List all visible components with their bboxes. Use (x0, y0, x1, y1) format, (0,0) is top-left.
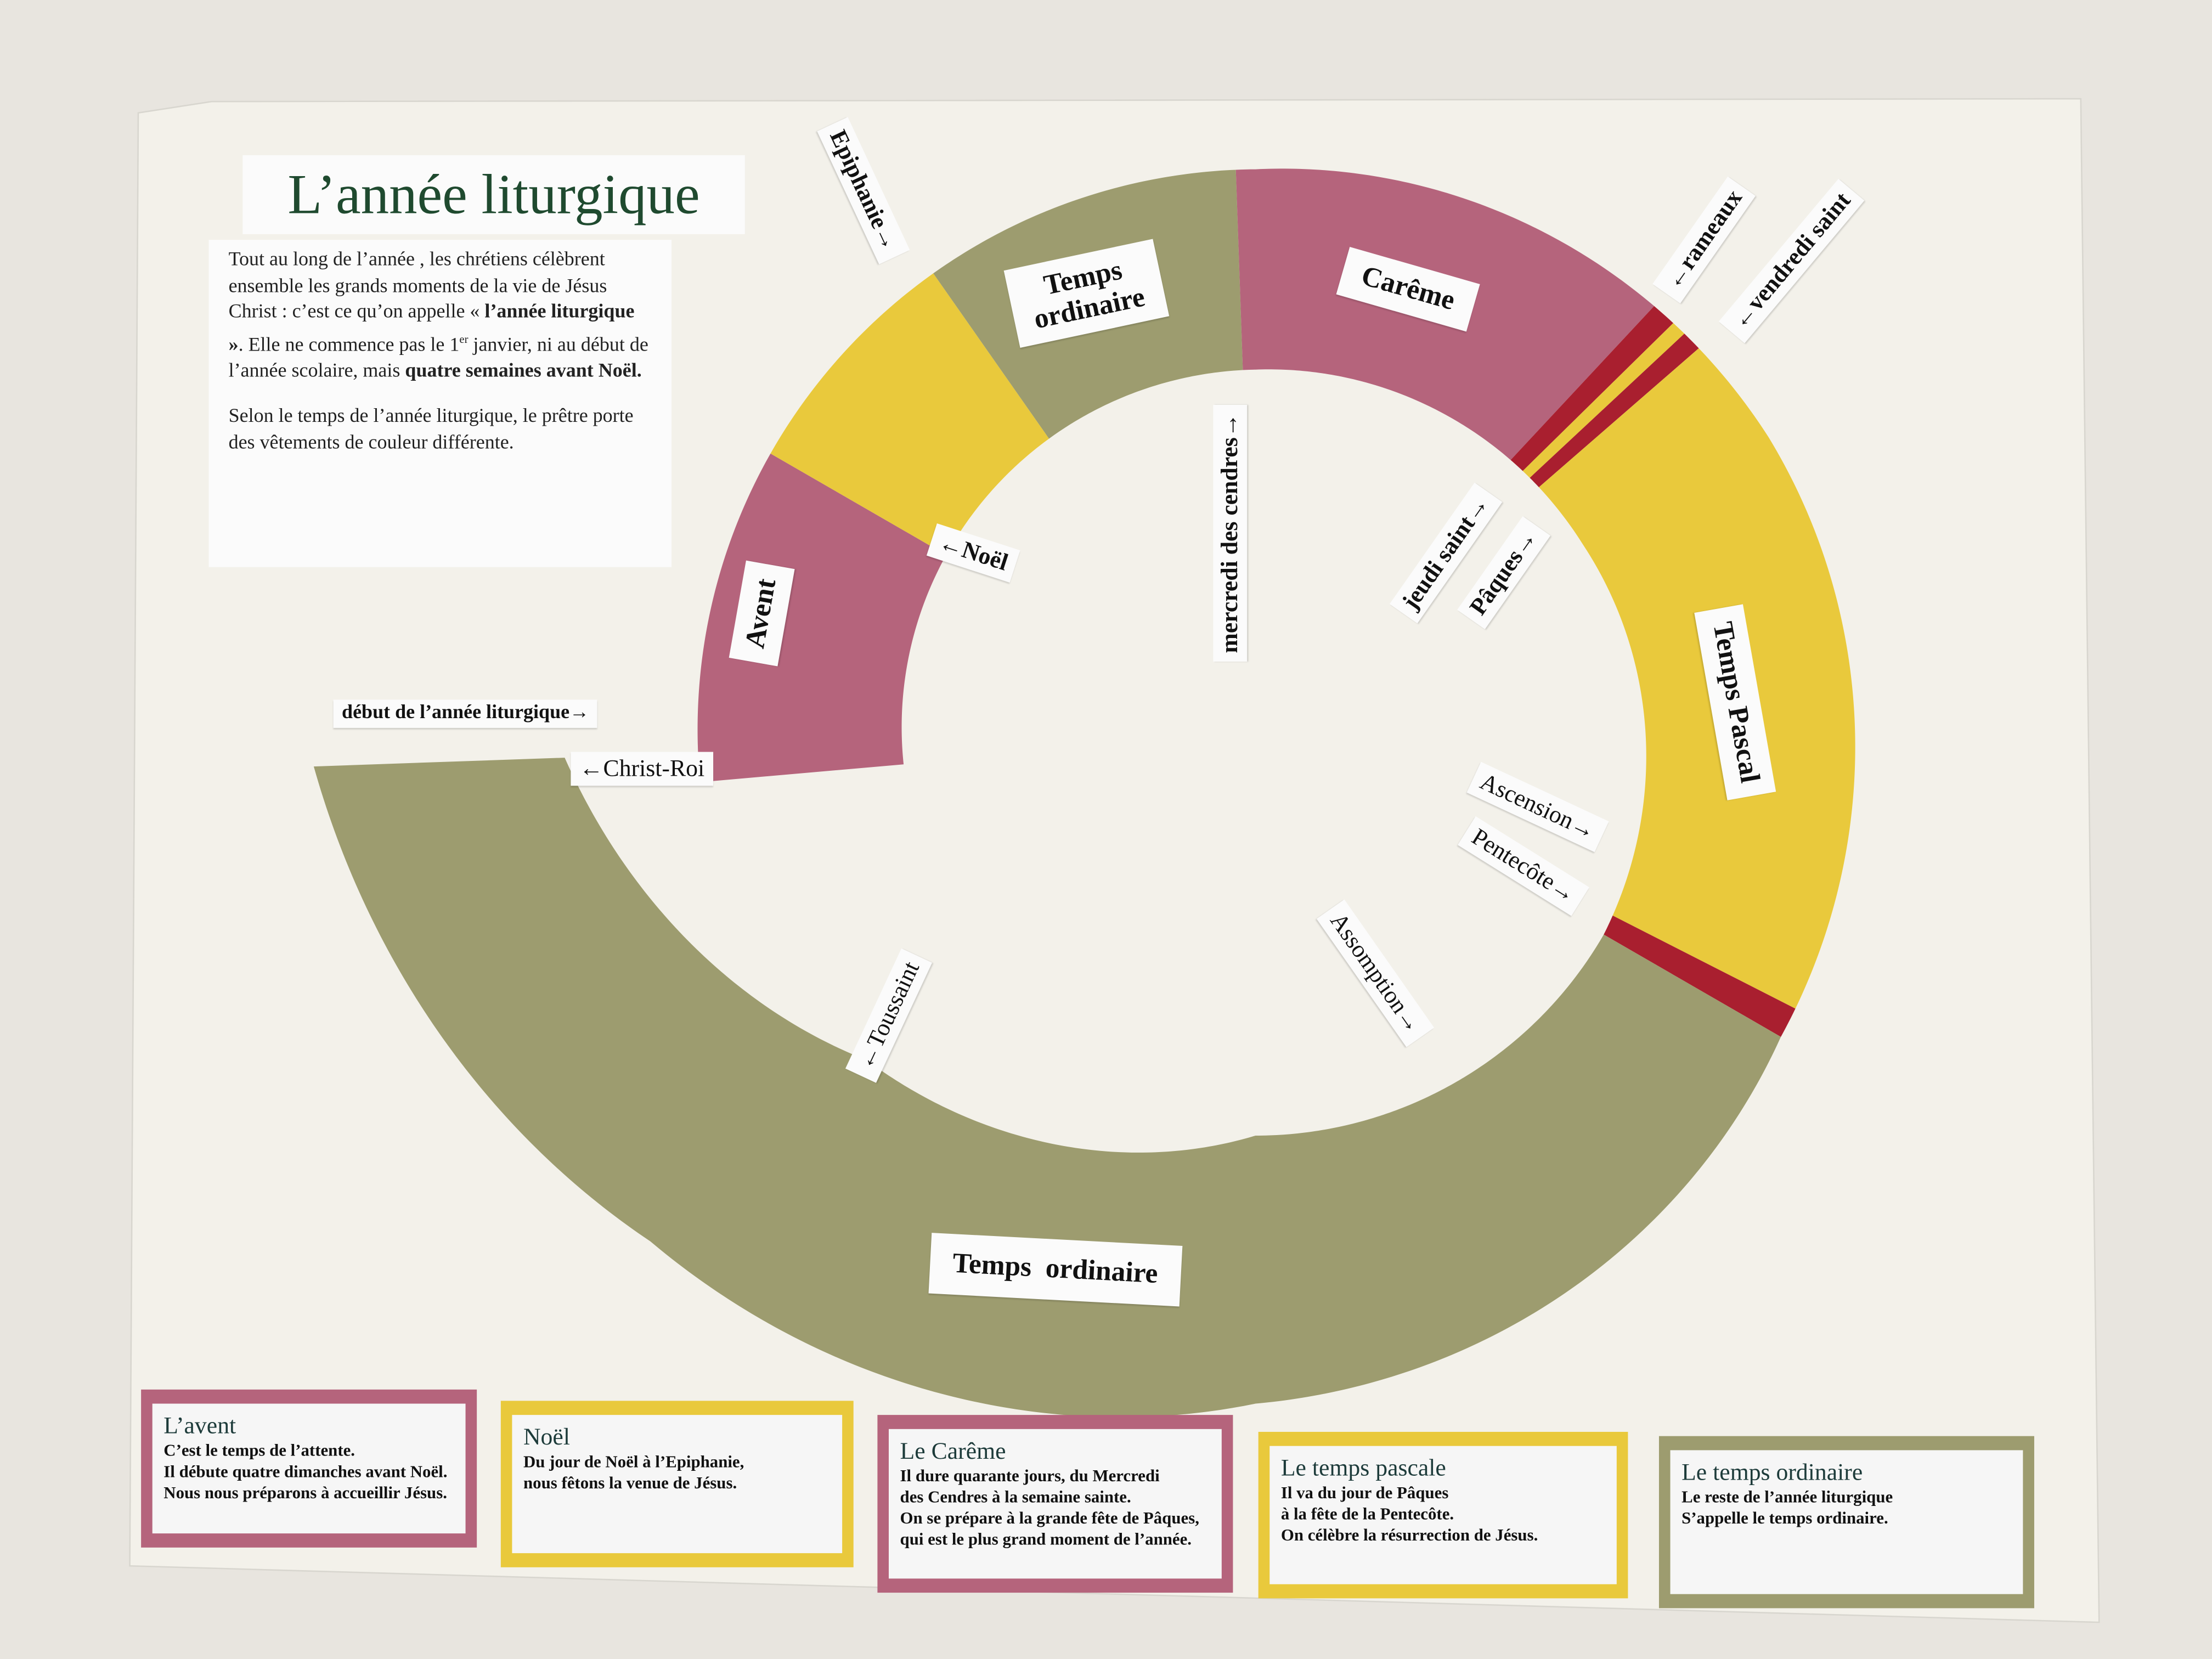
season-segment-noël (770, 273, 1049, 555)
legend-line: Il dure quarante jours, du Mercredi (900, 1465, 1160, 1486)
legend-title: L’avent (163, 1412, 236, 1439)
legend-line: des Cendres à la semaine sainte. (900, 1487, 1131, 1507)
legend-line: On célèbre la résurrection de Jésus. (1280, 1525, 1538, 1545)
season-segment-temps-ordinaire (313, 758, 1781, 1418)
label-debut-annee: début de l’année liturgique→ (333, 699, 598, 728)
season-segment-avent (697, 453, 946, 782)
legend-line: S’appelle le temps ordinaire. (1681, 1508, 1888, 1528)
label-mercredi-des-cendres: mercredi des cendres→ (1213, 405, 1248, 662)
page-title: L’année liturgique (242, 155, 745, 234)
legend-title: Le Carême (900, 1437, 1006, 1465)
label-christ-roi: ←Christ-Roi (571, 752, 713, 786)
legend-title: Le temps ordinaire (1681, 1458, 1863, 1486)
season-segment-temps-pascal (1539, 348, 1855, 1009)
intro-text: Tout au long de l’année , les chrétiens … (208, 240, 672, 567)
season-segment-rameaux (1510, 306, 1673, 471)
season-segment-pentecôte (1604, 915, 1796, 1037)
legend-line: à la fête de la Pentecôte. (1280, 1504, 1454, 1524)
legend-title: Le temps pascale (1280, 1454, 1446, 1481)
legend-line: Du jour de Noël à l’Epiphanie, (523, 1451, 744, 1471)
legend-line: Le reste de l’année liturgique (1681, 1487, 1893, 1507)
legend-line: Il va du jour de Pâques (1280, 1482, 1449, 1503)
legend-line: On se prépare à la grande fête de Pâques… (900, 1508, 1199, 1528)
legend-line: qui est le plus grand moment de l’année. (900, 1529, 1192, 1549)
legend-line: C’est le temps de l’attente. (163, 1440, 356, 1460)
legend-line: Il débute quatre dimanches avant Noël. (163, 1461, 448, 1481)
legend-line: nous fêtons la venue de Jésus. (523, 1472, 737, 1493)
legend-line: Nous nous préparons à accueillir Jésus. (163, 1482, 447, 1503)
season-segment-pâques (1522, 323, 1685, 478)
legend-title: Noël (523, 1423, 570, 1451)
season-segment-vendredi-saint (1530, 334, 1699, 488)
